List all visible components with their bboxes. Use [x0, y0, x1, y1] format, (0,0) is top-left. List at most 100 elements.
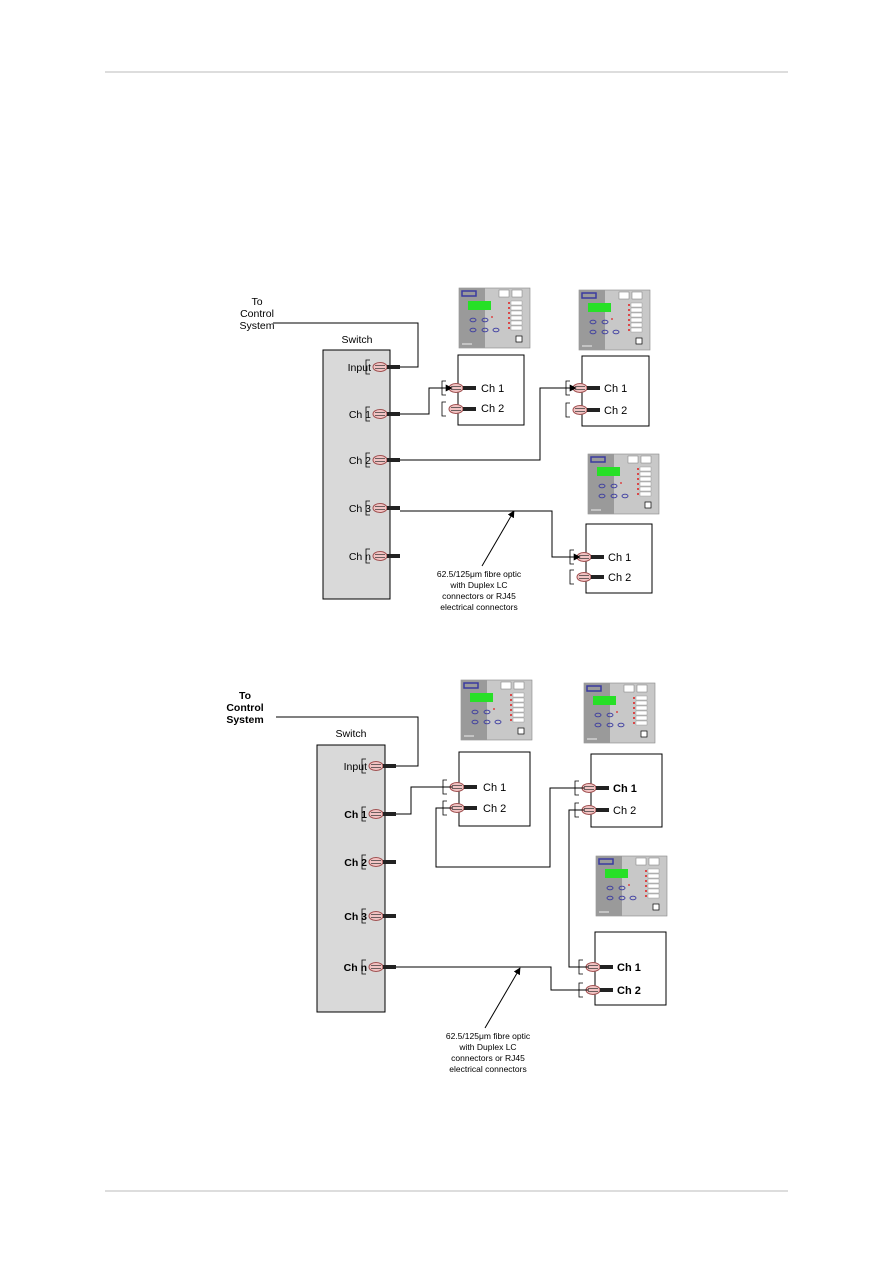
wire-ch2-device-b: [400, 384, 577, 461]
annotation-line4: electrical connectors: [440, 602, 517, 612]
connector-bracket: [365, 500, 370, 516]
relay-led: [628, 304, 630, 306]
relay-led-slot: [647, 888, 660, 894]
relay-button: [594, 712, 602, 718]
switch-port-connector: [365, 406, 400, 422]
wire-ch1-device-a: [400, 384, 453, 415]
relay-port: [652, 903, 660, 911]
plug-stub: [464, 806, 477, 810]
relay-screen: [468, 301, 491, 310]
relay-screen: [470, 693, 493, 702]
port-label-ch1: Ch 1: [349, 409, 371, 421]
relay-button: [601, 319, 609, 325]
relay-led-slot: [647, 883, 660, 889]
relay-button: [494, 719, 502, 725]
relay-led: [611, 318, 613, 320]
plug-stub: [587, 408, 600, 412]
device-ch2-label: Ch 2: [483, 803, 506, 815]
switch-port-connector: [365, 548, 400, 564]
relay-label: [640, 455, 652, 464]
switch-port-connector: [361, 959, 396, 975]
plug-stub: [596, 786, 609, 790]
relay-screen: [588, 303, 611, 312]
relay-icon: [460, 679, 533, 741]
relay-led-slot: [639, 481, 652, 487]
wire-to-control: [276, 716, 419, 767]
relay-led: [510, 714, 512, 716]
relay-led-slot: [635, 715, 648, 721]
annotation-arrow: [481, 510, 515, 567]
device-box: [590, 753, 663, 828]
to-control-line3: System: [239, 320, 274, 332]
connector-icon: [368, 809, 384, 819]
device-ch1-label: Ch 1: [483, 782, 506, 794]
relay-led: [616, 711, 618, 713]
connector-icon: [368, 857, 384, 867]
device-box: [458, 751, 531, 827]
relay-label: [636, 684, 648, 693]
relay-label: [635, 857, 647, 866]
relay-led: [508, 307, 510, 309]
relay-button: [621, 493, 629, 499]
connector-bracket: [361, 908, 366, 924]
relay-led: [628, 884, 630, 886]
connector-bracket: [441, 401, 446, 417]
plug-stub: [600, 965, 613, 969]
relay-led: [508, 327, 510, 329]
plug-stub: [463, 386, 476, 390]
relay-button: [598, 483, 606, 489]
connector-bracket: [365, 548, 370, 564]
relay-port: [517, 727, 525, 735]
relay-led-slot: [510, 310, 523, 316]
device-ch2-label: Ch 2: [604, 405, 627, 417]
relay-led: [620, 482, 622, 484]
plug-stub: [387, 458, 400, 462]
relay-button: [471, 709, 479, 715]
plug-stub: [600, 988, 613, 992]
relay-button: [610, 493, 618, 499]
connector-icon: [372, 455, 388, 465]
to-control-line1: To: [251, 296, 262, 308]
relay-led: [633, 722, 635, 724]
relay-led-slot: [647, 878, 660, 884]
relay-led-slot: [630, 302, 643, 308]
connector-icon: [372, 409, 388, 419]
connector-bracket: [565, 402, 570, 418]
connector-bracket: [361, 959, 366, 975]
port-label-ch3: Ch 3: [349, 503, 371, 515]
relay-led-slot: [630, 327, 643, 333]
connector-icon: [368, 962, 384, 972]
relay-led: [645, 885, 647, 887]
plug-stub: [383, 914, 396, 918]
relay-port: [515, 335, 523, 343]
relay-led: [628, 314, 630, 316]
relay-led: [628, 324, 630, 326]
relay-led-slot: [630, 312, 643, 318]
relay-icon: [595, 855, 668, 917]
relay-led-slot: [510, 320, 523, 326]
wire-ch1-device-a: [396, 786, 453, 815]
relay-led: [637, 488, 639, 490]
device-connector: [578, 959, 613, 975]
port-label-ch2: Ch 2: [344, 857, 367, 869]
relay-label: [623, 684, 635, 693]
wire-device-a-to-b: [435, 787, 585, 868]
connector-icon: [372, 362, 388, 372]
device-ch2-label: Ch 2: [617, 985, 641, 997]
relay-led: [491, 316, 493, 318]
connector-icon: [448, 404, 464, 414]
relay-led: [510, 694, 512, 696]
relay-led: [508, 302, 510, 304]
device-ch1-label: Ch 1: [481, 383, 504, 395]
relay-led: [637, 493, 639, 495]
relay-led: [637, 483, 639, 485]
relay-label: [618, 291, 630, 300]
port-label-ch3: Ch 3: [344, 911, 367, 923]
device-ch2-label: Ch 2: [613, 805, 636, 817]
relay-button: [617, 722, 625, 728]
relay-led: [508, 312, 510, 314]
wire-chn-device-c: [396, 966, 589, 991]
annotation-line3: connectors or RJ45: [451, 1053, 525, 1063]
relay-led-slot: [510, 325, 523, 331]
